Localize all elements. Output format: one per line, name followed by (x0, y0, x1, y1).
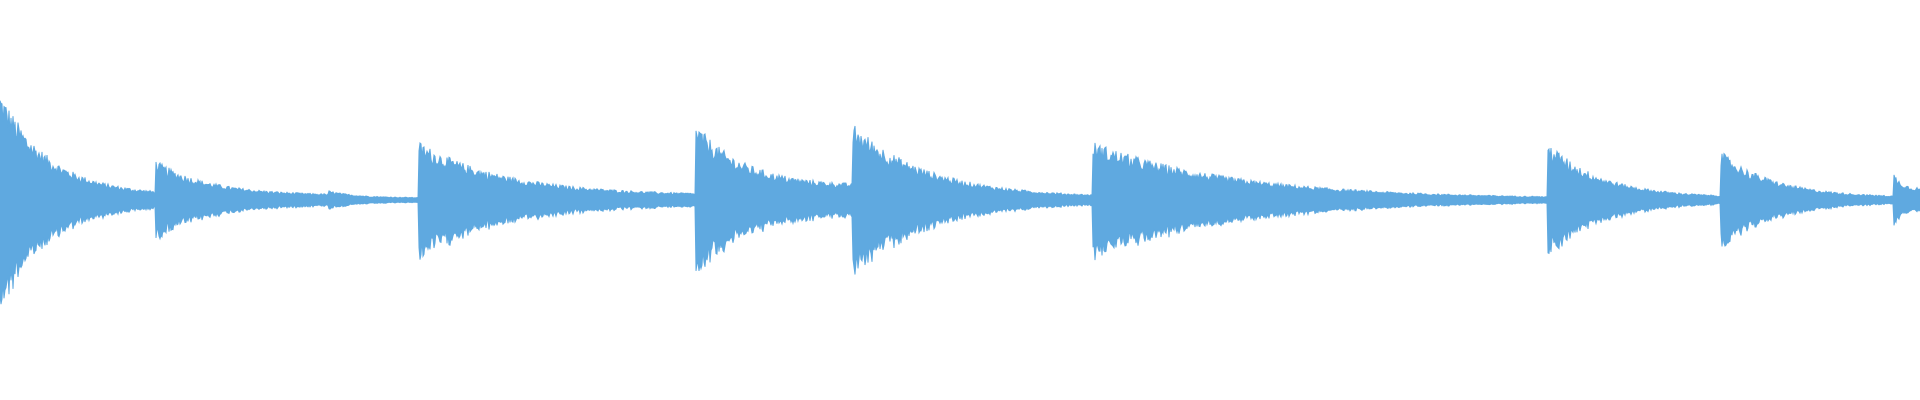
waveform-envelope (0, 100, 1920, 305)
